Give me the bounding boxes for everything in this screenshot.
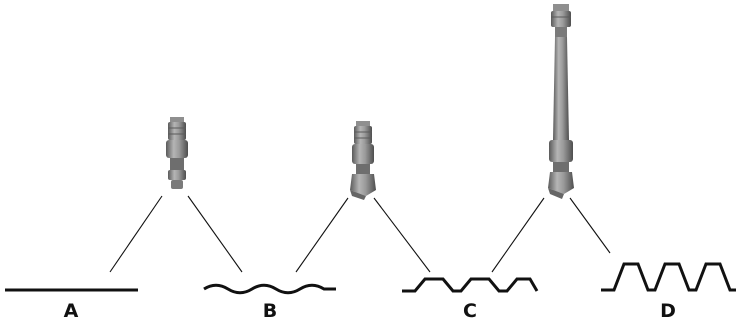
- angled-sanding-tool-icon: [350, 121, 376, 200]
- label-d: D: [660, 300, 676, 322]
- extended-sanding-tool-icon: [548, 4, 574, 199]
- contact-lines: [109, 195, 611, 273]
- profile-wavy-line: [203, 283, 336, 295]
- short-sanding-tool-icon: [166, 117, 188, 189]
- profile-shallow-trapezoid-line: [402, 277, 539, 293]
- label-b: B: [263, 300, 277, 322]
- label-a: A: [64, 300, 79, 322]
- label-c: C: [463, 300, 477, 322]
- profile-deep-trapezoid-line: [601, 262, 736, 292]
